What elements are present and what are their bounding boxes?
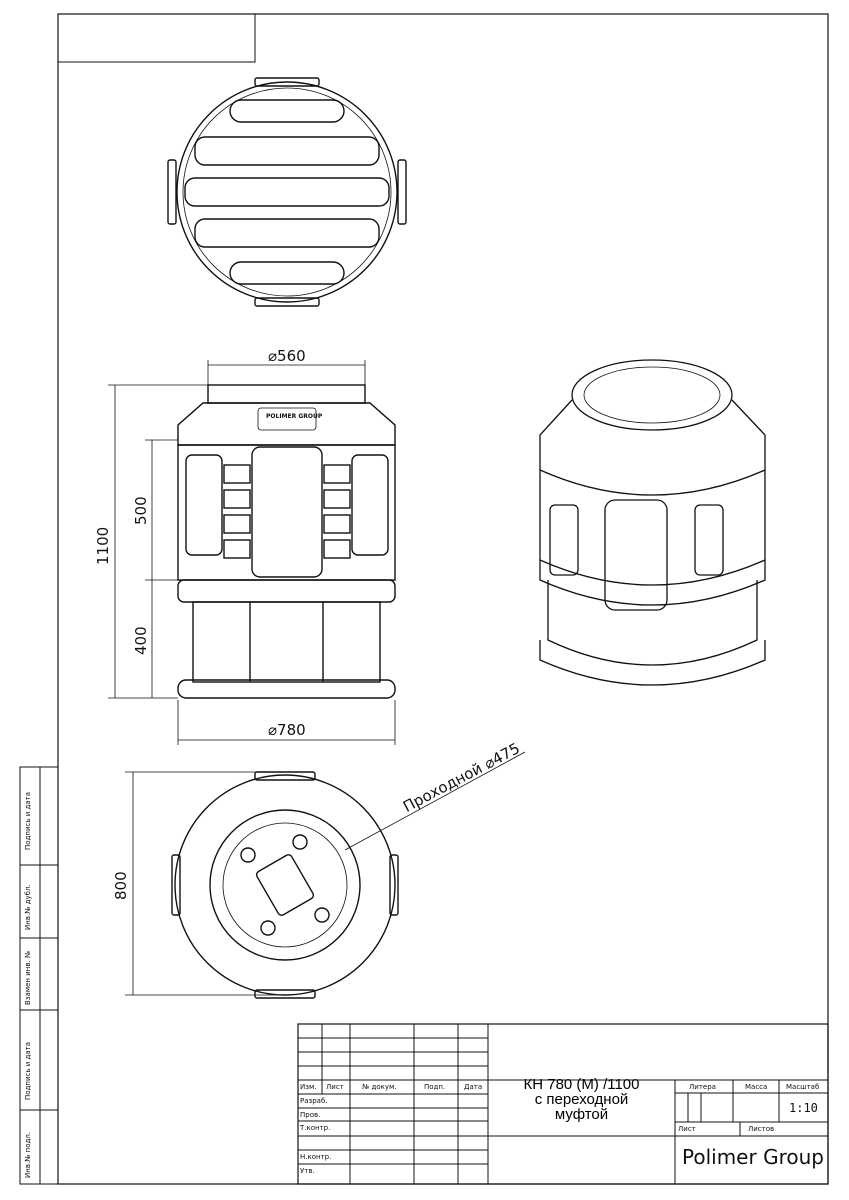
hdr-date: Дата [464, 1083, 483, 1091]
hdr-izm: Изм. [300, 1083, 317, 1091]
row-tech-control: Т.контр. [300, 1124, 331, 1132]
title-line-1: КН 780 (М) /1100 [523, 1076, 640, 1093]
row-norm-control: Н.контр. [300, 1153, 332, 1161]
isometric-view [539, 359, 766, 686]
stamp-sign-date-2: Подпись и дата [24, 1042, 32, 1100]
plan-view [171, 771, 399, 999]
scale-value: 1:10 [789, 1101, 818, 1115]
top-view [167, 77, 407, 307]
stamp-dup-inv: Инв.№ дубл. [24, 884, 32, 930]
title-line-2: с переходной [534, 1091, 629, 1108]
row-checked: Пров. [300, 1111, 321, 1119]
dim-middle-height: 500 [132, 496, 150, 525]
sheet-frame [57, 13, 829, 1185]
dim-total-height: 1100 [94, 526, 112, 565]
dimension-lines [108, 360, 526, 996]
hdr-doc: № докум. [362, 1083, 397, 1091]
mass-label: Масса [745, 1083, 768, 1091]
title-block-grid [297, 1023, 829, 1185]
scale-label: Масштаб [786, 1083, 820, 1091]
logo-front: POLIMER GROUP [266, 413, 323, 420]
top-left-box [57, 13, 256, 63]
title-line-3: муфтой [554, 1106, 609, 1123]
dim-plan-size: 800 [112, 871, 130, 900]
litera-label: Литера [689, 1083, 716, 1091]
company-name: Polimer Group [682, 1145, 824, 1169]
stamp-orig-inv: Инв.№ подл. [24, 1131, 32, 1178]
stamp-replace-inv: Взамен инв. № [24, 950, 32, 1005]
sheet-label: Лист [678, 1125, 696, 1133]
stamp-sign-date-1: Подпись и дата [24, 792, 32, 850]
row-developed: Разраб. [300, 1097, 328, 1105]
dim-lower-height: 400 [132, 626, 150, 655]
row-approved: Утв. [300, 1167, 315, 1175]
dim-bottom-diameter: ⌀780 [268, 721, 306, 739]
hdr-sign: Подп. [424, 1083, 446, 1091]
hdr-list: Лист [326, 1083, 344, 1091]
drawing-title: КН 780 (М) /1100 с переходной муфтой [488, 1077, 675, 1122]
dim-top-diameter: ⌀560 [268, 347, 306, 365]
sheets-label: Листов [748, 1125, 775, 1133]
side-stamp-grid [19, 766, 59, 1185]
front-view [177, 384, 396, 699]
